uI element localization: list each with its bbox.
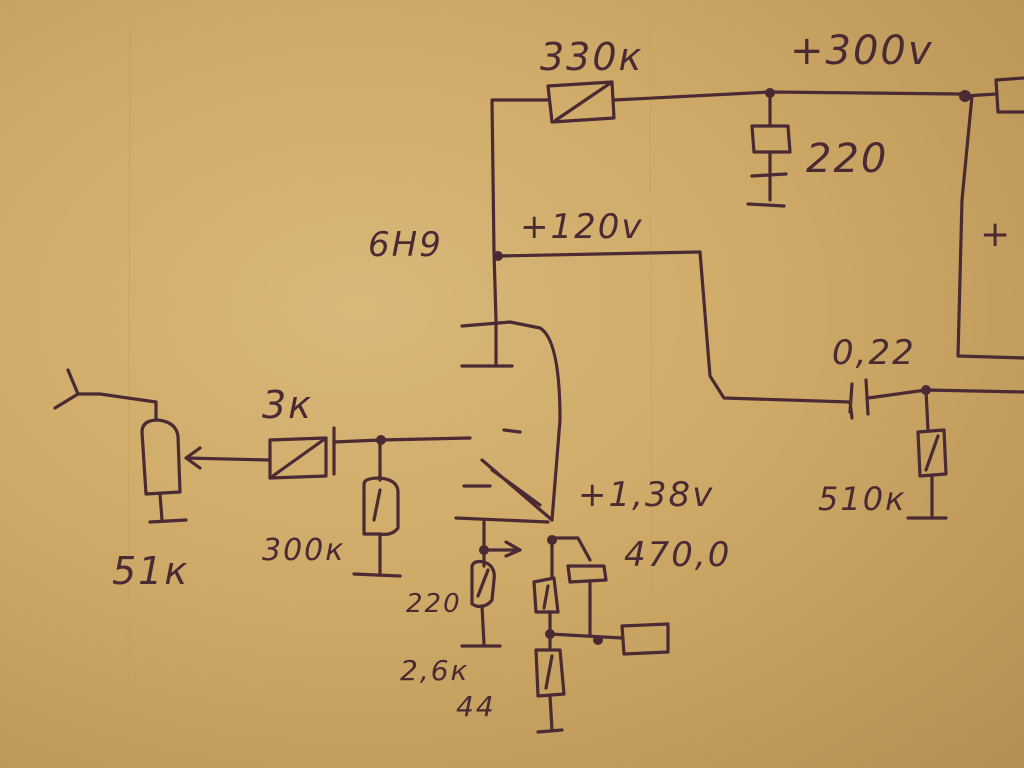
input-jack bbox=[53, 368, 158, 422]
tube-6n9 bbox=[454, 318, 562, 550]
plate-line bbox=[490, 98, 852, 404]
capacitor-220 bbox=[746, 88, 792, 208]
label-cathode-220: 220 bbox=[406, 589, 462, 619]
cathode-network bbox=[460, 535, 670, 734]
resistor-3k bbox=[268, 426, 472, 480]
potentiometer-51k bbox=[140, 418, 270, 524]
label-3k: 3к bbox=[262, 383, 313, 427]
resistor-300k bbox=[352, 438, 402, 578]
label-pot-51k: 51к bbox=[112, 549, 189, 593]
label-300k: 300к bbox=[262, 533, 345, 568]
label-plate-voltage: +120v bbox=[520, 207, 644, 247]
capacitor-0-22 bbox=[848, 378, 1024, 420]
label-tube-6n9: 6Н9 bbox=[368, 225, 443, 265]
supply-node-right bbox=[956, 76, 1024, 360]
resistor-510k bbox=[906, 388, 948, 520]
resistor-330k bbox=[546, 80, 962, 124]
label-capacitor-220: 220 bbox=[806, 136, 888, 182]
label-cathode-44: 44 bbox=[456, 690, 496, 723]
label-cathode-voltage: +1,38v bbox=[578, 475, 714, 515]
label-supply-voltage: +300v bbox=[790, 28, 934, 74]
label-cathode-cap: 470,0 bbox=[624, 535, 731, 575]
label-coupling-cap: 0,22 bbox=[832, 333, 916, 373]
label-edge-partial: + bbox=[980, 214, 1012, 255]
label-cathode-2-6k: 2,6к bbox=[400, 654, 469, 687]
label-330k: 330к bbox=[540, 35, 643, 79]
label-510k: 510к bbox=[818, 480, 906, 518]
